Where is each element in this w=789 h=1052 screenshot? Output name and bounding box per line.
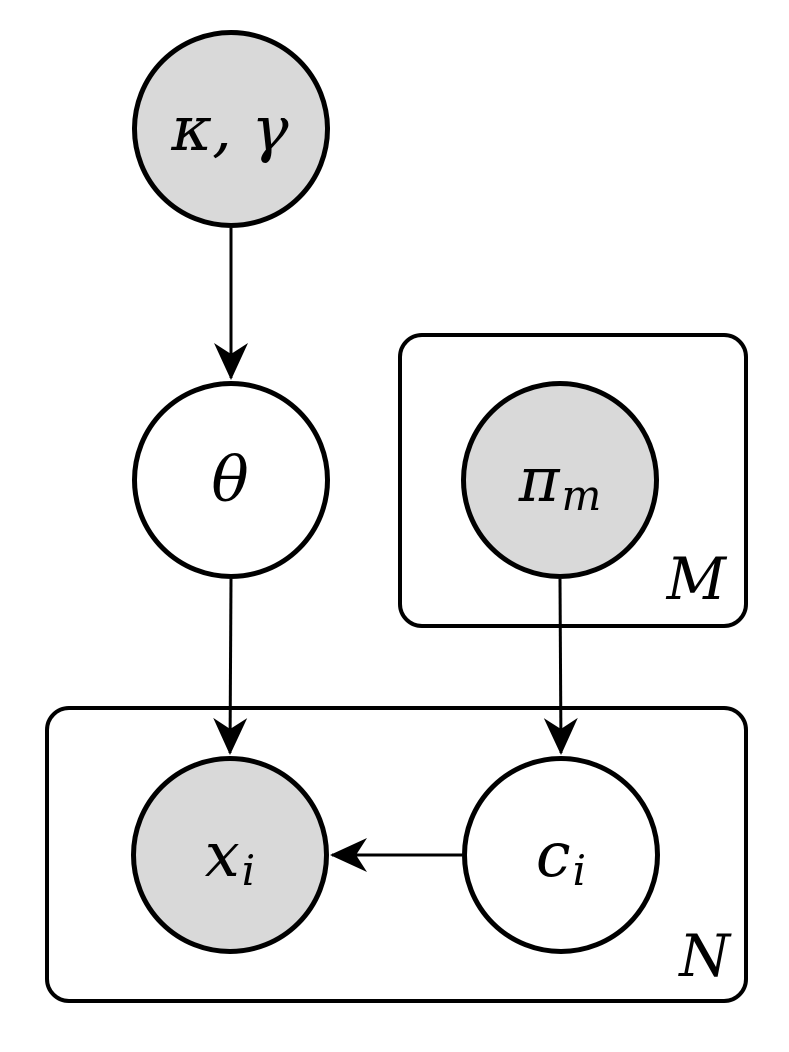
plate-M: M xyxy=(398,333,748,628)
node-x-i-label: xi xyxy=(204,818,256,896)
plate-N-label: N xyxy=(679,922,730,990)
node-c-i-label: ci xyxy=(535,818,587,896)
node-pi-m-label: πm xyxy=(518,443,602,521)
node-x-i: xi xyxy=(131,756,329,954)
node-kappa-gamma: κ, γ xyxy=(132,30,330,228)
node-theta: θ xyxy=(132,381,330,579)
node-pi-m: πm xyxy=(461,381,659,579)
plate-M-label: M xyxy=(666,545,726,613)
node-theta-label: θ xyxy=(211,443,249,516)
edge-pi-to-c xyxy=(543,578,578,755)
edge-theta-to-x xyxy=(213,578,248,755)
plate-N: N xyxy=(45,706,748,1003)
node-c-i: ci xyxy=(462,756,660,954)
node-kappa-gamma-label: κ, γ xyxy=(171,92,289,165)
